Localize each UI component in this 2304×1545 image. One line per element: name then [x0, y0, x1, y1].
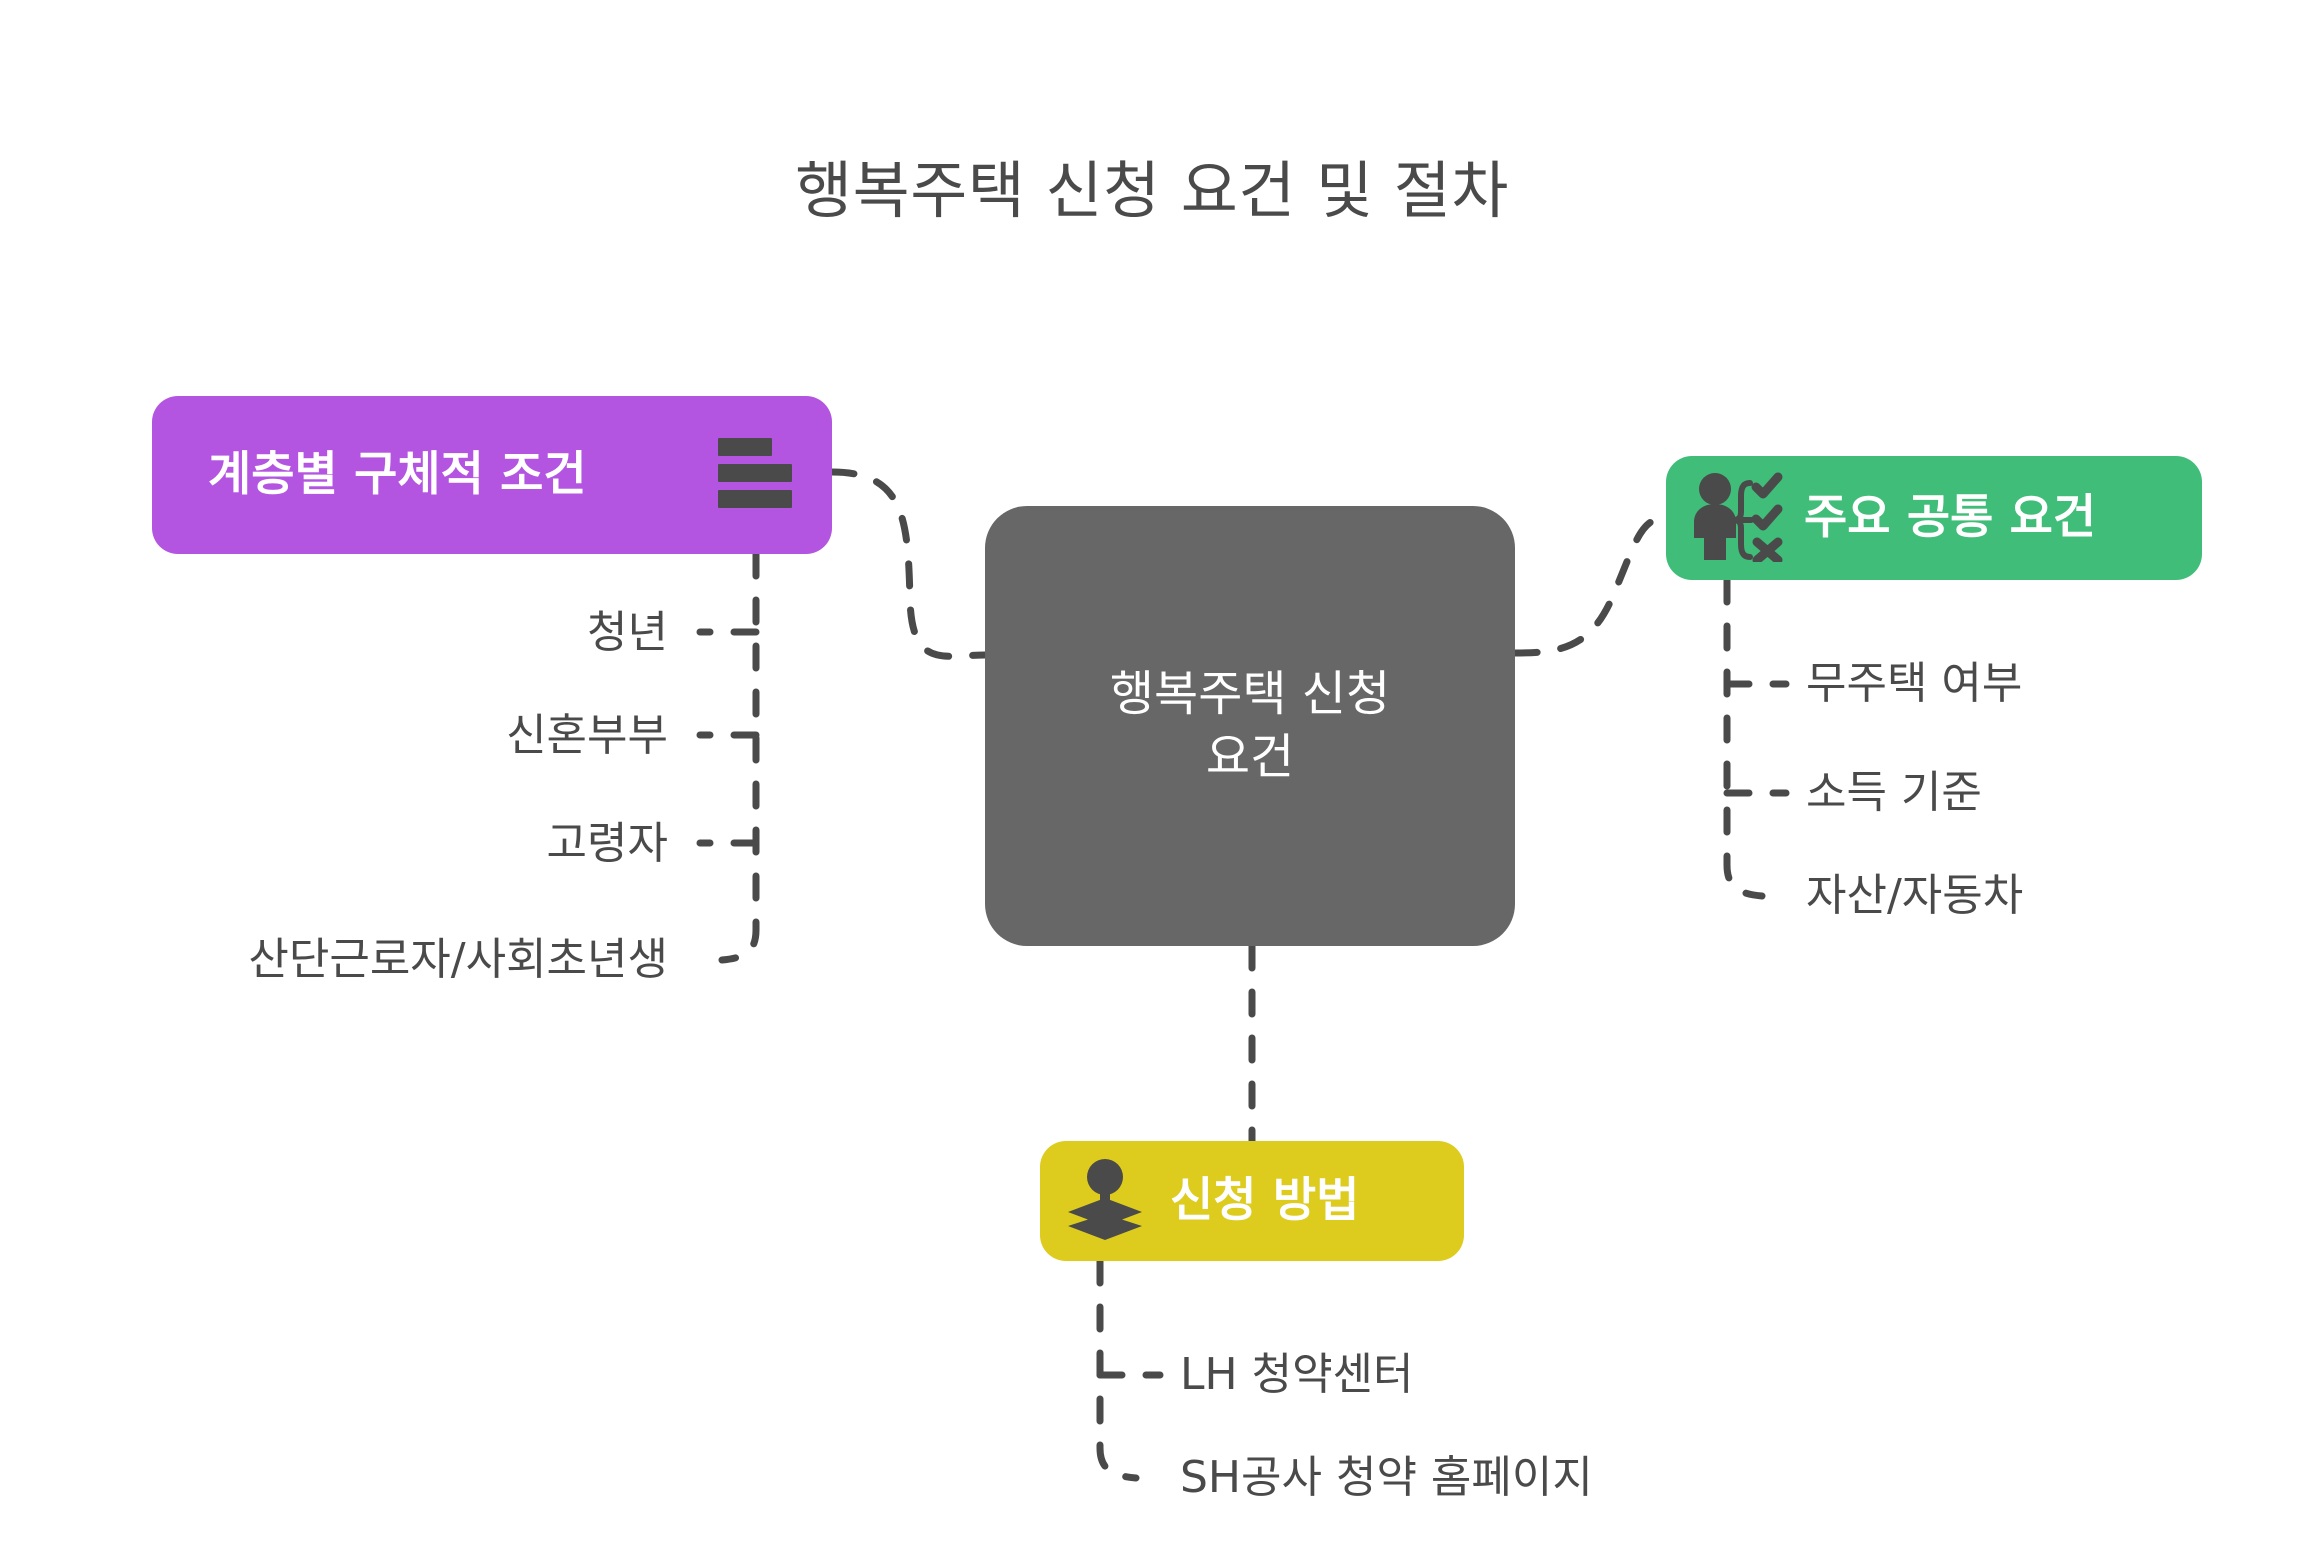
connector-center-to-common	[1511, 514, 1670, 657]
sub-label-common-0: 무주택 여부	[1806, 658, 2023, 709]
sub-label-tiers-1: 신혼부부	[506, 710, 668, 761]
connector-apply-trunk	[1096, 1257, 1140, 1482]
branch-node-tiers[interactable]: 계층별 구체적 조건	[152, 396, 832, 554]
sub-label-common-1: 소득 기준	[1806, 767, 1982, 818]
connector-tiers-trunk	[718, 550, 760, 964]
sub-label-common-2: 자산/자동차	[1806, 870, 2024, 921]
center-node[interactable]: 행복주택 신청 요건	[985, 506, 1515, 946]
branch-node-apply-label: 신청 방법	[1170, 1172, 1360, 1228]
branch-node-apply[interactable]: 신청 방법	[1040, 1141, 1464, 1261]
branch-node-tiers-label: 계층별 구체적 조건	[208, 446, 587, 502]
bar-list-icon	[712, 436, 798, 514]
connector-tiers-to-center	[828, 468, 989, 660]
connector-common-trunk	[1723, 576, 1766, 900]
branch-node-common[interactable]: 주요 공통 요건	[1666, 456, 2202, 580]
sub-label-apply-1: SH공사 청약 홈페이지	[1180, 1452, 1593, 1503]
page-title: 행복주택 신청 요건 및 절차	[795, 154, 1509, 227]
sub-label-apply-0: LH 청약센터	[1180, 1349, 1414, 1400]
sub-label-tiers-3: 산단근로자/사회초년생	[248, 934, 668, 985]
center-node-label: 행복주택 신청 요건	[1109, 665, 1391, 785]
person-checklist-icon	[1688, 470, 1784, 566]
map-marker-layers-icon	[1066, 1158, 1144, 1244]
branch-node-common-label: 주요 공통 요건	[1804, 489, 2097, 545]
sub-label-tiers-0: 청년	[587, 607, 668, 658]
sub-label-tiers-2: 고령자	[546, 818, 668, 869]
